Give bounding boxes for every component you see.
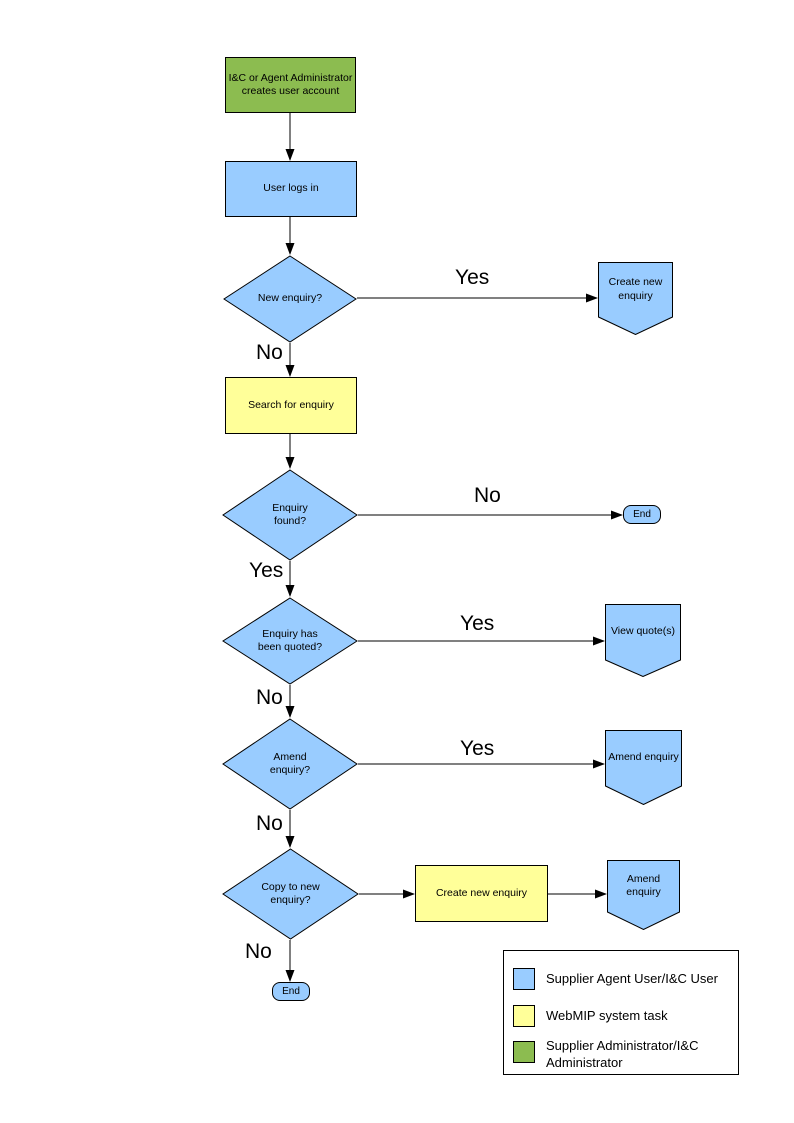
edge-label-no-enquiry-found: No [474, 484, 501, 507]
decision-enquiry-found-label: Enquiry found? [272, 501, 308, 527]
decision-enquiry-quoted: Enquiry has been quoted? [222, 597, 358, 685]
terminator-end-2: End [272, 982, 310, 1001]
edge-label-yes-new-enquiry: Yes [455, 266, 490, 289]
task-search-for-enquiry: Search for enquiry [225, 377, 357, 434]
pentagon-shape [598, 262, 673, 335]
terminator-end-1-label: End [633, 509, 651, 520]
offpage-view-quotes: View quote(s) [605, 604, 681, 677]
legend-swatch-blue [513, 968, 535, 990]
offpage-amend-enquiry-1: Amend enquiry [605, 730, 682, 805]
decision-amend-enquiry-label: Amend enquiry? [269, 750, 311, 776]
diamond-shape [222, 597, 358, 685]
diamond-shape [223, 255, 357, 343]
pentagon-shape [605, 730, 682, 805]
edge-label-yes-quoted: Yes [460, 612, 495, 635]
legend-label-supplier-administrator: Supplier Administrator/I&C Administrator [546, 1038, 699, 1070]
edge-label-yes-amend: Yes [460, 737, 495, 760]
edge-label-no-amend: No [256, 812, 283, 835]
decision-new-enquiry: New enquiry? [223, 255, 357, 343]
process-admin-creates-account: I&C or Agent Administrator creates user … [225, 57, 356, 113]
terminator-end-1: End [623, 505, 661, 524]
task-create-new-enquiry-label: Create new enquiry [435, 886, 528, 899]
legend-label-supplier-agent-user: Supplier Agent User/I&C User [546, 971, 718, 986]
edge-label-no-new-enquiry: No [256, 341, 283, 364]
process-admin-creates-account-label: I&C or Agent Administrator creates user … [228, 71, 353, 97]
offpage-amend-enquiry-2: Amend enquiry [607, 860, 680, 930]
diamond-shape [222, 718, 358, 810]
diamond-shape [222, 469, 358, 561]
legend-label-webmip-system-task: WebMIP system task [546, 1008, 668, 1023]
edge-label-no-quoted: No [256, 686, 283, 709]
decision-new-enquiry-label: New enquiry? [257, 292, 323, 305]
decision-copy-to-new-enquiry-label: Copy to new enquiry? [261, 880, 320, 906]
decision-copy-to-new-enquiry: Copy to new enquiry? [222, 848, 359, 940]
offpage-amend-enquiry-2-label: Amend enquiry [626, 872, 661, 898]
pentagon-shape [607, 860, 680, 930]
decision-enquiry-found: Enquiry found? [222, 469, 358, 561]
process-user-logs-in: User logs in [225, 161, 357, 217]
terminator-end-2-label: End [282, 986, 300, 997]
decision-amend-enquiry: Amend enquiry? [222, 718, 358, 810]
offpage-create-new-enquiry-label: Create new enquiry [608, 276, 663, 302]
offpage-create-new-enquiry: Create new enquiry [598, 262, 673, 335]
offpage-amend-enquiry-1-label: Amend enquiry [608, 751, 679, 764]
task-create-new-enquiry: Create new enquiry [415, 865, 548, 922]
process-user-logs-in-label: User logs in [263, 182, 319, 195]
legend-box: Supplier Agent User/I&C User WebMIP syst… [503, 950, 739, 1075]
diamond-shape [222, 848, 359, 940]
edge-label-yes-enquiry-found: Yes [249, 559, 284, 582]
decision-enquiry-quoted-label: Enquiry has been quoted? [257, 627, 323, 653]
offpage-view-quotes-label: View quote(s) [610, 625, 675, 638]
legend-swatch-green [513, 1041, 535, 1063]
edge-label-no-copy: No [245, 940, 272, 963]
pentagon-shape [605, 604, 681, 677]
task-search-for-enquiry-label: Search for enquiry [248, 398, 334, 411]
legend-swatch-yellow [513, 1005, 535, 1027]
